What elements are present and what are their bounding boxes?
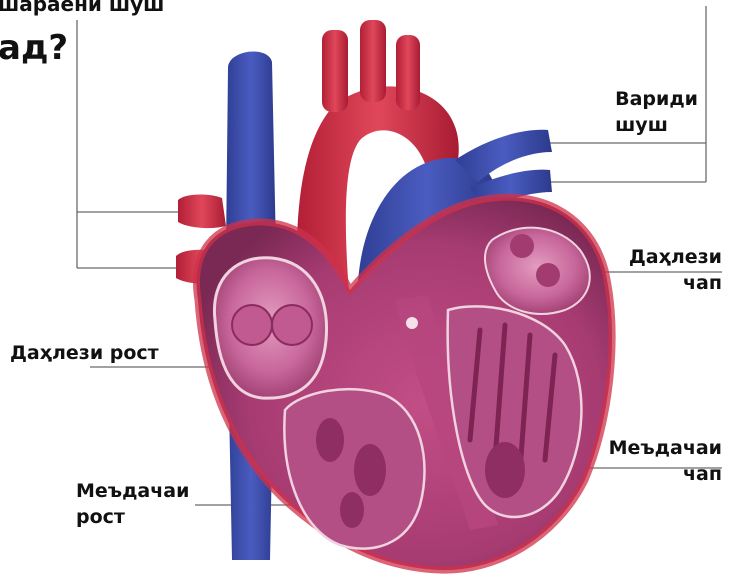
right-pulmonary-vessel-upper	[178, 194, 226, 228]
label-left-atrium: Даҳлези чап	[629, 244, 722, 296]
aortic-branch-3	[396, 35, 420, 110]
right-ventricle-papillary-2	[354, 444, 386, 496]
left-ventricle-papillary	[485, 442, 525, 498]
left-atrium-opening-1	[510, 234, 534, 258]
aortic-branch-2	[360, 20, 386, 102]
left-atrium-opening-2	[536, 263, 560, 287]
label-pulmonary-veins: Вариди шуш	[615, 86, 698, 138]
label-pulmonary-veins-line2: шуш	[615, 112, 698, 138]
right-ventricle-papillary-1	[316, 418, 344, 462]
right-ventricle-papillary-3	[340, 492, 364, 528]
label-right-atrium: Даҳлези рост	[10, 340, 159, 366]
label-right-ventricle-line1: Меъдачаи	[76, 478, 189, 504]
label-right-ventricle-line2: рост	[76, 504, 189, 530]
septum-highlight	[406, 317, 418, 329]
page-title-line1: шараёни шуш	[0, 0, 164, 16]
label-left-ventricle-line1: Меъдачаи	[609, 435, 722, 461]
label-left-ventricle: Меъдачаи чап	[609, 435, 722, 487]
right-atrium-valve-right	[272, 305, 312, 345]
label-left-ventricle-line2: чап	[609, 461, 722, 487]
right-atrium-valve-left	[232, 305, 272, 345]
label-left-atrium-line2: чап	[629, 270, 722, 296]
label-left-atrium-line1: Даҳлези	[629, 244, 722, 270]
page-title-line2: ад?	[0, 28, 68, 68]
label-right-ventricle: Меъдачаи рост	[76, 478, 189, 530]
aortic-branch-1	[322, 30, 348, 112]
label-pulmonary-veins-line1: Вариди	[615, 86, 698, 112]
